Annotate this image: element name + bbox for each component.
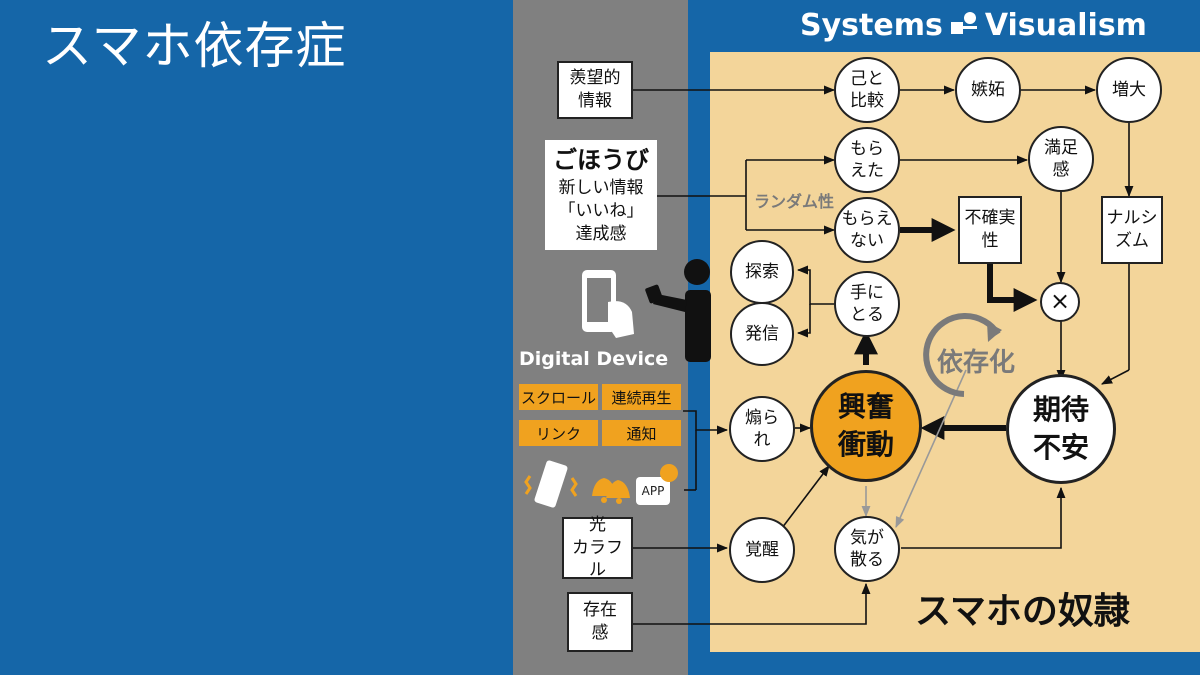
node-received-line1: もら [850, 138, 884, 159]
node-anxiety-line1: 期待 [1032, 393, 1089, 427]
brand-left: Systems [800, 8, 943, 43]
reward-title: ごほうび [553, 146, 649, 175]
node-impulse-line2: 衝動 [837, 428, 894, 461]
node-impulse-line1: 興奮 [837, 390, 894, 424]
node-narcissism-line1: ナルシ [1106, 208, 1158, 229]
node-arousal: 覚醒 [729, 517, 795, 583]
node-incite-line1: 煽ら [745, 407, 779, 428]
page-title: スマホ依存症 [42, 17, 347, 75]
node-satisfaction-line2: 感 [1052, 160, 1070, 180]
node-anxiety-line2: 不安 [1032, 431, 1089, 464]
vibrating-phone-icon [524, 460, 578, 508]
envy-info-line1: 羨望的 [569, 68, 621, 89]
node-increase: 増大 [1096, 57, 1162, 123]
node-received-line2: えた [850, 161, 884, 181]
node-compare-line1: 己と [850, 68, 884, 89]
tag-scroll: スクロール [519, 384, 598, 410]
node-not-received-line1: もらえ [841, 208, 893, 229]
bell-icon [592, 478, 630, 504]
reward-line-info: 新しい情報 [558, 177, 644, 198]
node-satisfaction: 満足感 [1028, 126, 1094, 192]
app-notification-dot [660, 464, 678, 482]
systems-logo-icon [950, 12, 977, 34]
cycle-arrow-icon [923, 313, 1002, 397]
node-not-received: もらえない [834, 197, 900, 263]
reward-box: ごほうび 新しい情報 「いいね」 達成感 [545, 140, 657, 250]
dependency-label: 依存化 [937, 348, 1016, 378]
node-not-received-line2: ない [850, 231, 884, 251]
brand-logo: Systems Visualism [800, 8, 1147, 43]
node-compare: 己と比較 [834, 57, 900, 123]
node-explore: 探索 [730, 240, 794, 304]
node-compare-line2: 比較 [850, 91, 884, 111]
light-box: 光カラフル [562, 514, 633, 580]
reward-line-achievement: 達成感 [575, 223, 627, 244]
node-incite-line2: れ [753, 430, 771, 450]
envy-info-box: 羨望的情報 [557, 61, 633, 119]
reward-line-like: 「いいね」 [558, 200, 644, 221]
device-label: Digital Device [519, 348, 669, 370]
presence-line1: 存在 [583, 600, 617, 621]
node-uncertainty-line1: 不確実 [964, 208, 1016, 229]
node-narcissism-line2: ズム [1115, 231, 1149, 251]
node-incite: 煽られ [729, 396, 795, 462]
node-anxiety: 期待不安 [1006, 374, 1116, 484]
node-distract-line1: 気が [850, 527, 884, 548]
envy-info-line2: 情報 [578, 91, 612, 111]
light-line2: カラフル [572, 537, 623, 581]
node-distract-line2: 散る [850, 550, 884, 570]
node-distract: 気が散る [834, 516, 900, 582]
presence-box: 存在感 [567, 592, 633, 652]
node-received: もらえた [834, 127, 900, 193]
node-uncertainty: 不確実性 [958, 196, 1022, 264]
node-multiply: × [1040, 282, 1080, 322]
randomness-label: ランダム性 [754, 192, 835, 211]
presence-line2: 感 [591, 623, 609, 643]
node-post: 発信 [730, 302, 794, 366]
node-satisfaction-line1: 満足 [1044, 137, 1078, 158]
smartphone-hand-icon [582, 270, 634, 338]
tag-link: リンク [519, 420, 598, 446]
tag-autoplay: 連続再生 [602, 384, 681, 410]
app-badge: APP [636, 477, 670, 505]
tag-notification: 通知 [602, 420, 681, 446]
node-pickup-line1: 手に [850, 282, 884, 303]
node-impulse: 興奮衝動 [810, 370, 922, 482]
node-pickup: 手にとる [834, 271, 900, 337]
node-pickup-line2: とる [850, 305, 884, 325]
light-line1: 光 [589, 514, 606, 535]
person-using-phone-icon [645, 259, 711, 362]
node-jealousy: 嫉妬 [955, 57, 1021, 123]
node-uncertainty-line2: 性 [981, 231, 999, 251]
brand-right: Visualism [984, 8, 1147, 43]
slave-label: スマホの奴隷 [915, 591, 1130, 632]
node-narcissism: ナルシズム [1101, 196, 1163, 264]
